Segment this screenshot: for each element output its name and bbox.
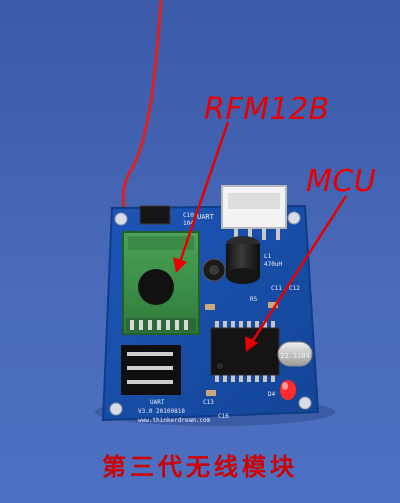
silk-r5: R5 — [250, 296, 258, 303]
silk-website: www.thinkerdream.com — [138, 417, 211, 424]
silk-c13: C13 — [203, 399, 214, 406]
silk-uart-top: UART — [197, 213, 215, 221]
mcu-chip — [210, 321, 280, 382]
ceramic-capacitor — [268, 302, 278, 308]
mounting-hole — [298, 396, 312, 410]
red-led — [280, 380, 296, 400]
ceramic-capacitor — [205, 304, 215, 310]
white-connector — [221, 185, 287, 240]
electrolytic-capacitor — [226, 236, 260, 284]
silk-c11: C11 — [271, 285, 282, 292]
silk-d4: D4 — [268, 391, 276, 398]
silk-c10: C10 — [183, 212, 194, 219]
arrow-mcu — [245, 195, 348, 352]
silk-uart-bottom: UART — [150, 399, 165, 406]
label-rfm12b: RFM12B — [204, 92, 330, 127]
silk-l1: L1 — [264, 253, 272, 260]
pin-headers — [121, 345, 181, 395]
mounting-hole — [114, 212, 128, 226]
arrow-rfm12b — [173, 121, 230, 273]
mounting-hole — [109, 402, 123, 416]
inductor — [202, 258, 226, 282]
radio-module — [122, 231, 200, 335]
crystal-marking: 22.1184 — [280, 352, 310, 360]
radio-chip — [138, 269, 174, 305]
crystal: 22.1184 — [277, 341, 313, 367]
mounting-hole — [287, 211, 301, 225]
silk-104: 104 — [183, 220, 194, 227]
black-connector — [139, 205, 171, 225]
ceramic-capacitor — [206, 390, 216, 396]
caption: 第三代无线模块 — [102, 452, 298, 481]
silk-c16: C16 — [218, 413, 229, 420]
label-mcu: MCU — [306, 164, 376, 199]
silk-version: V3.0 20100818 — [138, 408, 185, 415]
silk-c12: C12 — [289, 285, 300, 292]
silk-470uh: 470uH — [264, 261, 282, 268]
